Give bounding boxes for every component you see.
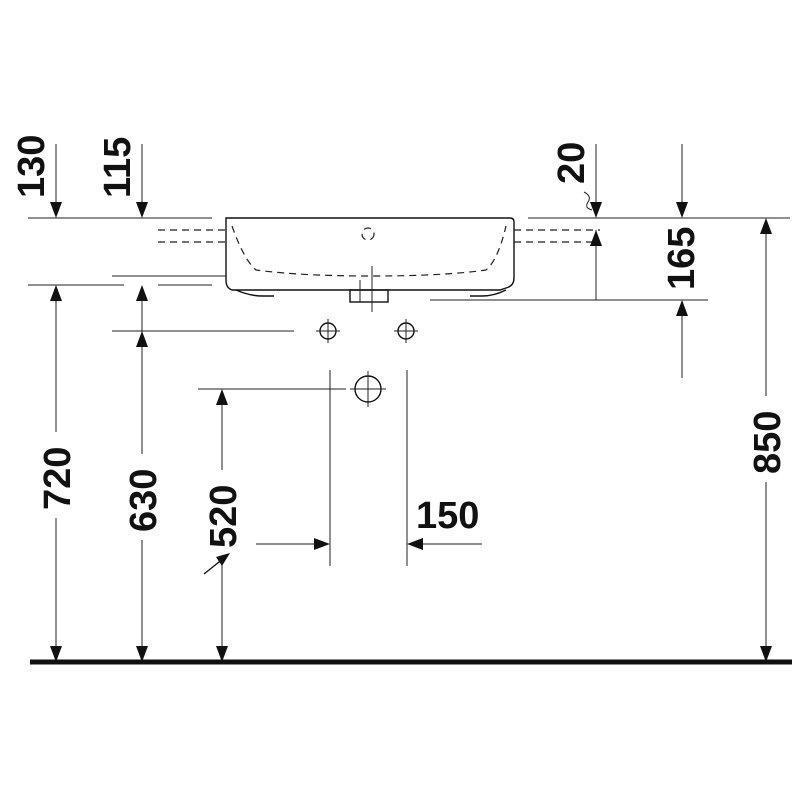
dim-165: 165 (661, 144, 703, 378)
dim-20-label: 20 (551, 142, 593, 184)
basin-outline (225, 217, 515, 312)
dim-115-label: 115 (97, 137, 139, 198)
dim-115: 115 (97, 137, 148, 218)
dim-720: 720 (36, 285, 79, 662)
dim-720-label: 720 (37, 447, 79, 510)
dim-130: 130 (11, 135, 62, 218)
hidden-lines-right (430, 229, 708, 301)
dim-150: 150 (256, 370, 482, 566)
dim-20: 20 (551, 142, 602, 300)
dim-520-label: 520 (203, 485, 245, 548)
dim-130-label: 130 (11, 135, 53, 198)
overflow-icon (361, 227, 375, 241)
dim-630-label: 630 (123, 469, 165, 532)
waste-outlet (198, 371, 386, 407)
dim-150-label: 150 (416, 495, 479, 537)
hidden-lines-left (28, 229, 226, 286)
dim-165-label: 165 (661, 227, 703, 290)
dim-630: 630 (122, 285, 165, 662)
dim-850-label: 850 (747, 411, 789, 474)
dim-850: 850 (746, 218, 789, 662)
supply-connections (112, 319, 418, 343)
dim-520: 520 (202, 389, 245, 662)
